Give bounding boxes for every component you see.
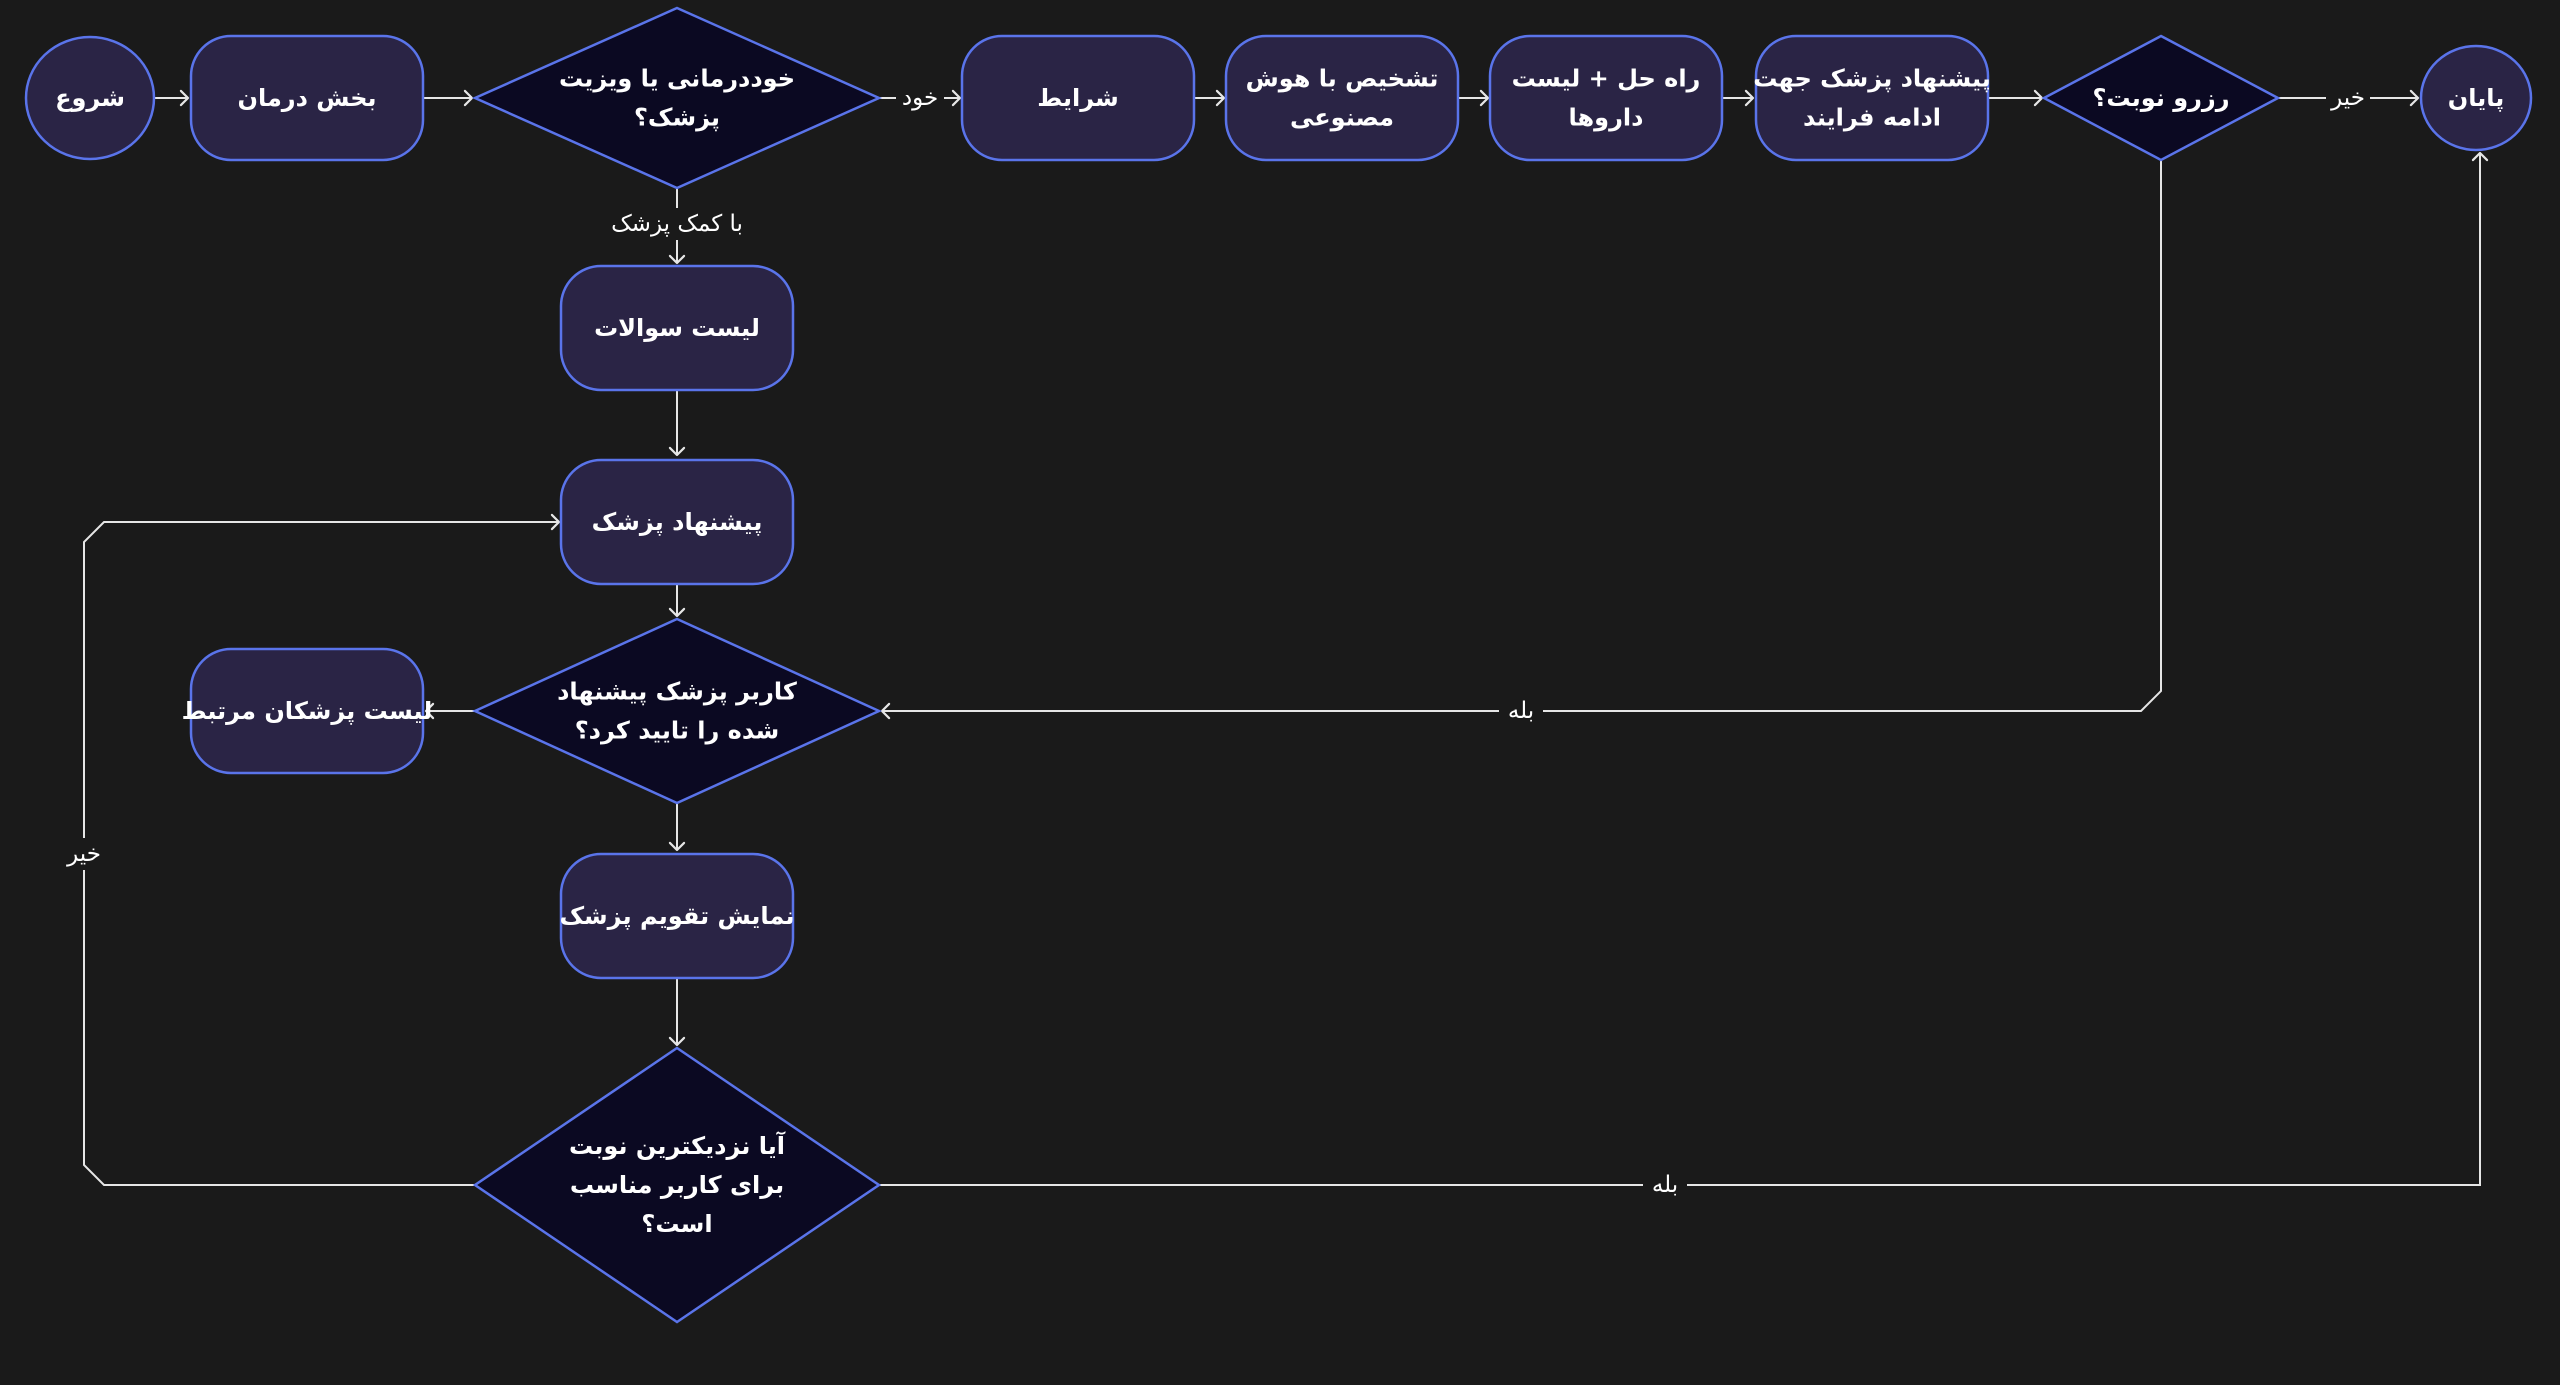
node-end: پایان bbox=[2419, 44, 2533, 152]
node-label: داروها bbox=[1569, 104, 1644, 132]
process-shape bbox=[189, 34, 425, 162]
edge-label-yes-bottom: بله bbox=[1643, 1169, 1687, 1201]
node-label: ادامه فرایند bbox=[1803, 104, 1941, 132]
node-label: نمایش تقویم پزشک bbox=[559, 902, 794, 930]
node-label: است؟ bbox=[641, 1210, 712, 1238]
node-label: بخش درمان bbox=[237, 84, 376, 112]
arrowhead-icon bbox=[1215, 89, 1226, 107]
arrowhead-icon bbox=[1744, 89, 1755, 107]
node-label: پیشنهاد پزشک جهت bbox=[1753, 65, 1991, 93]
arrowhead-icon bbox=[668, 607, 686, 618]
node-label: پزشک؟ bbox=[634, 104, 720, 132]
node-label: رزرو نوبت؟ bbox=[2092, 84, 2229, 112]
arrowhead-icon bbox=[668, 841, 686, 852]
edge-label-self: خود bbox=[896, 82, 944, 114]
arrowhead-icon bbox=[2471, 151, 2489, 162]
label-background bbox=[1643, 1169, 1687, 1201]
node-label: کاربر پزشک پیشنهاد bbox=[557, 678, 797, 706]
arrowhead-icon bbox=[2409, 89, 2420, 107]
arrowhead-icon bbox=[550, 513, 561, 531]
node-user-approved: کاربر پزشک پیشنهاد شده را تایید کرد؟ bbox=[471, 617, 883, 805]
label-background bbox=[2326, 82, 2370, 114]
node-related-doctors: لیست پزشکان مرتبط bbox=[182, 647, 433, 775]
edge-label-text: خود bbox=[902, 85, 938, 111]
node-label: لیست سوالات bbox=[594, 314, 760, 342]
edge-label-with-doctor: با کمک پزشک bbox=[611, 208, 743, 240]
node-questions-list: لیست سوالات bbox=[559, 264, 795, 392]
decision-shape bbox=[471, 6, 883, 190]
edge-label-no-left: خیر bbox=[62, 838, 106, 870]
node-label: آیا نزدیکترین نوبت bbox=[569, 1131, 786, 1160]
edge-label-no-top: خیر bbox=[2326, 82, 2370, 114]
arrowhead-icon bbox=[424, 702, 435, 720]
node-label: خوددرمانی یا ویزیت bbox=[559, 65, 795, 93]
label-background bbox=[896, 82, 944, 114]
process-shape bbox=[1488, 34, 1724, 162]
decision-shape bbox=[471, 617, 883, 805]
node-label: راه حل + لیست bbox=[1512, 65, 1701, 93]
process-shape bbox=[559, 264, 795, 392]
process-shape bbox=[559, 458, 795, 586]
node-label: پایان bbox=[2448, 84, 2505, 112]
node-suggest-doctor-continue: پیشنهاد پزشک جهت ادامه فرایند bbox=[1753, 34, 1991, 162]
edge-label-yes-mid: بله bbox=[1499, 695, 1543, 727]
node-label: شرایط bbox=[1037, 84, 1118, 112]
arrowhead-icon bbox=[668, 1036, 686, 1047]
edge-labels: خود با کمک پزشک خیر بله خیر بله bbox=[62, 82, 2370, 1201]
edge-label-text: بله bbox=[1652, 1172, 1678, 1198]
arrowhead-icon bbox=[951, 89, 962, 107]
node-label: مصنوعی bbox=[1290, 104, 1394, 132]
nodes: شروع بخش درمان خوددرمانی یا ویزیت پزشک؟ شرای… bbox=[24, 6, 2533, 1324]
node-book-appointment: رزرو نوبت؟ bbox=[2041, 34, 2281, 162]
label-background bbox=[1499, 695, 1543, 727]
node-label: شروع bbox=[55, 84, 125, 112]
process-shape bbox=[559, 852, 795, 980]
decision-shape bbox=[472, 1046, 882, 1324]
node-ai-diagnosis: تشخیص با هوش مصنوعی bbox=[1224, 34, 1460, 162]
node-self-or-doctor: خوددرمانی یا ویزیت پزشک؟ bbox=[471, 6, 883, 190]
decision-shape bbox=[2041, 34, 2281, 162]
node-label: پیشنهاد پزشک bbox=[592, 508, 763, 536]
node-doctor-calendar: نمایش تقویم پزشک bbox=[559, 852, 795, 980]
edge-label-text: خیر bbox=[66, 841, 101, 867]
label-background bbox=[62, 838, 106, 870]
node-treatment: بخش درمان bbox=[189, 34, 425, 162]
node-label: برای کاربر مناسب bbox=[570, 1171, 784, 1199]
label-background bbox=[611, 208, 743, 240]
arrowhead-icon bbox=[668, 254, 686, 265]
terminal-shape bbox=[2419, 44, 2533, 152]
edge-label-text: خیر bbox=[2330, 85, 2365, 111]
node-label: شده را تایید کرد؟ bbox=[575, 717, 780, 745]
arrowhead-icon bbox=[668, 446, 686, 457]
process-shape bbox=[960, 34, 1196, 162]
node-start: شروع bbox=[24, 35, 156, 161]
process-shape bbox=[1754, 34, 1990, 162]
edge-label-text: بله bbox=[1508, 698, 1534, 724]
arrowhead-icon bbox=[1479, 89, 1490, 107]
node-conditions: شرایط bbox=[960, 34, 1196, 162]
terminal-shape bbox=[24, 35, 156, 161]
edge-label-text: با کمک پزشک bbox=[611, 211, 743, 237]
node-solution-meds: راه حل + لیست داروها bbox=[1488, 34, 1724, 162]
process-shape bbox=[189, 647, 425, 775]
node-label: لیست پزشکان مرتبط bbox=[182, 697, 433, 725]
node-nearest-slot-ok: آیا نزدیکترین نوبت برای کاربر مناسب است؟ bbox=[472, 1046, 882, 1324]
node-doctor-suggestion: پیشنهاد پزشک bbox=[559, 458, 795, 586]
node-label: تشخیص با هوش bbox=[1246, 65, 1439, 93]
process-shape bbox=[1224, 34, 1460, 162]
edge-nearest-yes-end bbox=[880, 153, 2481, 1186]
arrowhead-icon bbox=[179, 89, 190, 107]
